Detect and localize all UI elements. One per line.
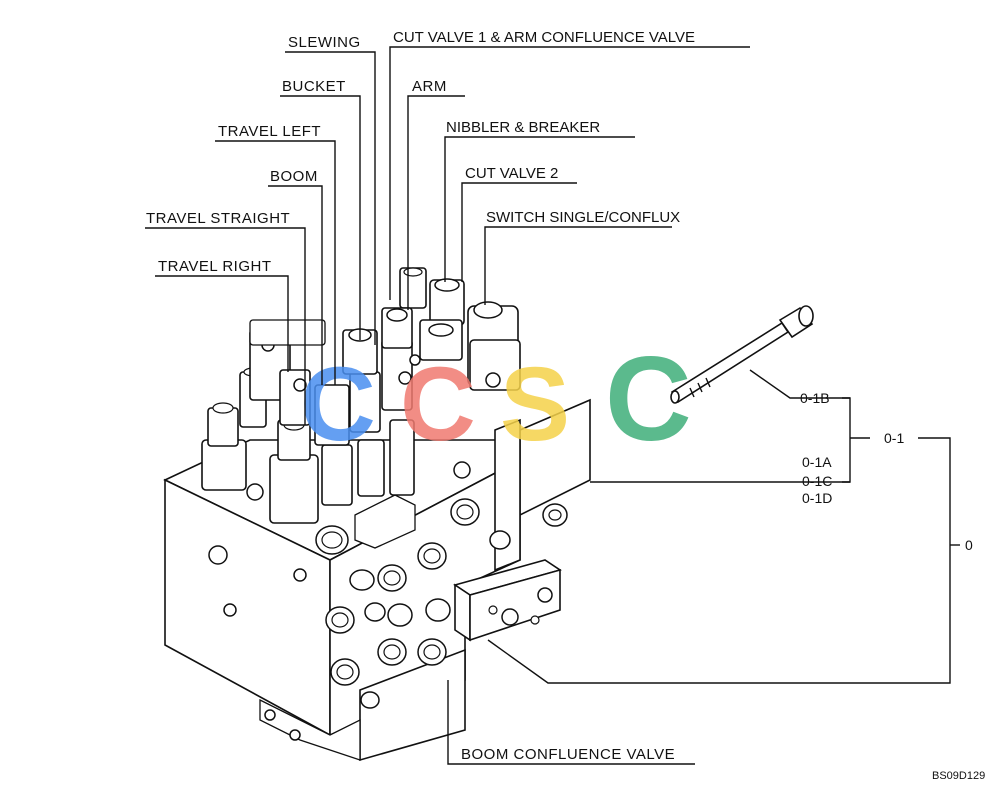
labels: SLEWING CUT VALVE 1 & ARM CONFLUENCE VAL… [146,29,985,782]
tie-bolt [670,305,814,404]
label-travel-straight: TRAVEL STRAIGHT [146,210,290,227]
ref-0-1: 0-1 [884,430,904,446]
ref-0-1d: 0-1D [802,490,832,506]
label-boom-confluence-valve: BOOM CONFLUENCE VALVE [461,746,675,763]
ref-0: 0 [965,537,973,553]
leader-lines [145,46,960,765]
watermark-letter-3: S [500,346,570,463]
spool-caps [201,267,521,524]
watermark-letter-1: C [300,346,376,463]
label-arm: ARM [412,78,447,95]
watermark-letter-2: C [400,346,476,463]
label-slewing: SLEWING [288,34,361,51]
label-travel-right: TRAVEL RIGHT [158,258,272,275]
label-boom: BOOM [270,168,318,185]
ref-0-1a: 0-1A [802,454,832,470]
label-travel-left: TRAVEL LEFT [218,123,321,140]
label-nibbler-breaker: NIBBLER & BREAKER [446,119,600,136]
ref-0-1c: 0-1C [802,473,832,489]
boom-confluence-valve-block [453,559,562,642]
label-bucket: BUCKET [282,78,346,95]
port-grid [315,498,568,709]
watermark-letter-4: C [605,332,692,466]
drawing-code: BS09D129 [932,770,985,782]
label-switch-single-conflux: SWITCH SINGLE/CONFLUX [486,209,680,226]
valve-body [163,398,591,762]
label-cut-valve-2: CUT VALVE 2 [465,165,558,182]
watermark: C C S C [300,332,692,466]
label-cut-valve-1: CUT VALVE 1 & ARM CONFLUENCE VALVE [393,29,695,46]
ref-0-1b: 0-1B [800,390,830,406]
